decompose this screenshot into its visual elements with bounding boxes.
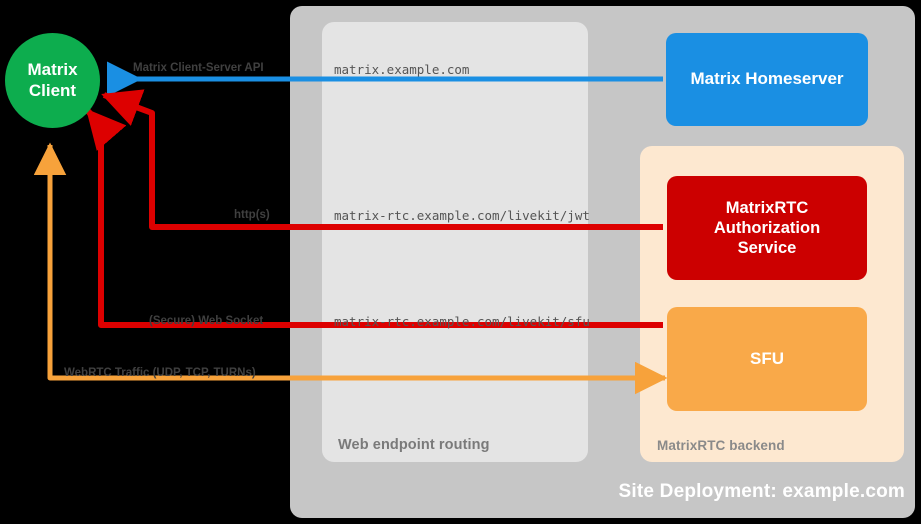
flow-label-webrtc-traffic: WebRTC Traffic (UDP, TCP, TURNs) — [64, 367, 256, 379]
flow-endpoint-livekit-jwt: matrix-rtc.example.com/livekit/jwt — [334, 208, 590, 223]
matrix-client-label-line1: Matrix — [27, 59, 78, 79]
node-matrix-client[interactable]: Matrix Client — [5, 33, 100, 128]
node-matrixrtc-authorization-service[interactable]: MatrixRTC Authorization Service — [667, 176, 867, 280]
sfu-label: SFU — [750, 348, 784, 368]
auth-label-line1: MatrixRTC — [725, 198, 809, 217]
auth-label-line3: Service — [737, 239, 797, 258]
wire-http-jwt — [101, 89, 663, 230]
matrix-homeserver-label: Matrix Homeserver — [690, 69, 844, 89]
node-sfu[interactable]: SFU — [667, 307, 867, 411]
web-endpoint-routing-container — [322, 22, 588, 462]
flow-endpoint-livekit-sfu: matrix-rtc.example.com/livekit/sfu — [334, 314, 590, 329]
wire-secure-web-socket — [85, 108, 663, 328]
auth-label-line2: Authorization — [713, 218, 821, 237]
matrixrtc-backend-label: MatrixRTC backend — [657, 438, 785, 453]
matrix-client-label-line2: Client — [28, 80, 77, 100]
flow-label-secure-web-socket: (Secure) Web Socket — [149, 315, 264, 327]
wire-webrtc-traffic-client-leg — [33, 142, 663, 381]
site-deployment-label: Site Deployment: example.com — [618, 481, 905, 502]
flow-label-matrix-client-server-api: Matrix Client-Server API — [133, 62, 264, 74]
flow-label-http-s: http(s) — [234, 209, 270, 221]
node-matrix-homeserver[interactable]: Matrix Homeserver — [666, 33, 868, 126]
web-endpoint-routing-label: Web endpoint routing — [338, 437, 490, 453]
flow-endpoint-matrix-example-com: matrix.example.com — [334, 62, 470, 77]
